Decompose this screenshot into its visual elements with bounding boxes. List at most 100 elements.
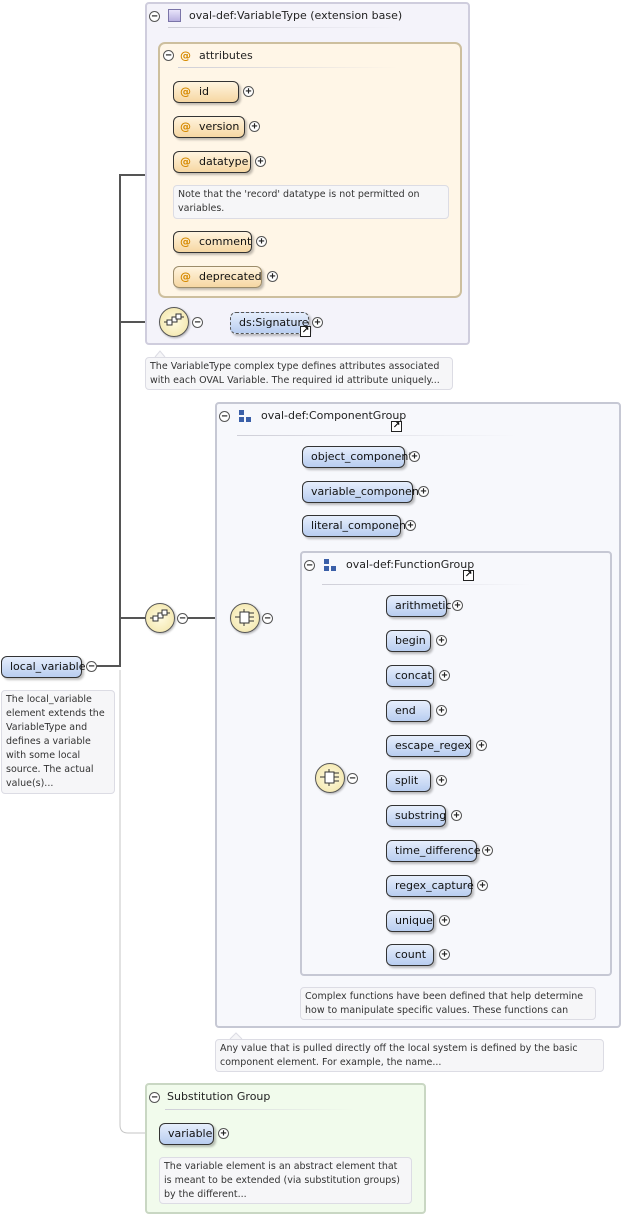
function-item-label: count: [395, 948, 427, 961]
signature-label: ds:Signature: [239, 316, 309, 329]
function-item-label: split: [395, 774, 419, 787]
attribute-id[interactable]: @ id: [173, 81, 239, 103]
local-variable-label: local_variable: [10, 660, 86, 673]
variable-type-separator: [168, 27, 398, 28]
substitution-group-separator: [165, 1109, 355, 1110]
function-item-regex-capture[interactable]: regex_capture: [386, 875, 474, 897]
variable-component-expand[interactable]: +: [418, 486, 429, 497]
component-group-collapse-toggle[interactable]: −: [219, 411, 230, 422]
attribute-label: datatype: [199, 155, 249, 168]
function-group-panel: [300, 551, 612, 976]
attribute-label: version: [199, 120, 240, 133]
substitution-group-collapse-toggle[interactable]: −: [149, 1092, 160, 1103]
function-group-separator: [322, 584, 532, 585]
choice-collapse-toggle[interactable]: −: [262, 613, 273, 624]
begin-expand[interactable]: +: [436, 635, 447, 646]
choice-compositor-icon[interactable]: [230, 603, 260, 633]
attribute-id-expand[interactable]: +: [243, 86, 254, 97]
literal-component-expand[interactable]: +: [405, 520, 416, 531]
signature-expand[interactable]: +: [312, 317, 323, 328]
signature-element[interactable]: ds:Signature: [230, 312, 309, 334]
function-item-substring[interactable]: substring: [386, 805, 446, 827]
attribute-at-icon: @: [180, 235, 191, 248]
choice-compositor-icon-2[interactable]: [315, 763, 345, 793]
complex-type-icon: [168, 9, 181, 22]
count-expand[interactable]: +: [439, 949, 450, 960]
function-item-arithmetic[interactable]: arithmetic: [386, 595, 452, 617]
object-component-element[interactable]: object_component: [302, 446, 413, 468]
object-component-expand[interactable]: +: [409, 451, 420, 462]
sequence-collapse-toggle[interactable]: −: [192, 317, 203, 328]
unique-expand[interactable]: +: [439, 915, 450, 926]
function-item-split[interactable]: split: [386, 770, 431, 792]
attribute-comment[interactable]: @comment: [173, 231, 252, 253]
function-item-begin[interactable]: begin: [386, 630, 431, 652]
attribute-at-icon: @: [180, 155, 191, 168]
attribute-deprecated-expand[interactable]: +: [267, 271, 278, 282]
attribute-at-icon: @: [180, 85, 191, 98]
literal-component-element[interactable]: literal_component: [302, 515, 410, 537]
concat-expand[interactable]: +: [439, 670, 450, 681]
split-expand[interactable]: +: [436, 775, 447, 786]
signature-ref-arrow-icon[interactable]: ↗: [300, 326, 311, 337]
sequence-compositor-icon-2[interactable]: [145, 603, 175, 633]
attributes-collapse-toggle[interactable]: −: [163, 50, 174, 61]
local-variable-doc: The local_variable element extends the V…: [1, 690, 115, 794]
attribute-datatype-expand[interactable]: +: [255, 156, 266, 167]
substitution-group-doc: The variable element is an abstract elem…: [159, 1157, 412, 1204]
regex-capture-expand[interactable]: +: [477, 880, 488, 891]
attributes-title: attributes: [199, 49, 253, 62]
substring-expand[interactable]: +: [451, 810, 462, 821]
time-difference-expand[interactable]: +: [482, 845, 493, 856]
function-item-label: end: [395, 704, 416, 717]
function-group-collapse-toggle[interactable]: −: [304, 560, 315, 571]
function-item-end[interactable]: end: [386, 700, 431, 722]
component-group-ref-arrow-icon[interactable]: ↗: [391, 421, 402, 432]
function-item-count[interactable]: count: [386, 944, 434, 966]
attribute-version-expand[interactable]: +: [249, 121, 260, 132]
function-item-concat[interactable]: concat: [386, 665, 434, 687]
attribute-deprecated[interactable]: @deprecated: [173, 266, 262, 288]
sequence-compositor-icon[interactable]: [159, 307, 189, 337]
variable-type-title: oval-def:VariableType (extension base): [189, 9, 403, 22]
sequence-glyph-icon: [164, 313, 184, 326]
attribute-label: id: [199, 85, 210, 98]
function-item-label: concat: [395, 669, 432, 682]
function-item-label: substring: [395, 809, 447, 822]
function-item-time-difference[interactable]: time_difference: [386, 840, 481, 862]
escape-regex-expand[interactable]: +: [476, 740, 487, 751]
object-component-label: object_component: [311, 450, 413, 463]
function-item-label: begin: [395, 634, 426, 647]
component-group-doc: Any value that is pulled directly off th…: [215, 1039, 604, 1072]
attribute-version[interactable]: @ version: [173, 116, 245, 138]
component-group-title: oval-def:ComponentGroup: [261, 409, 407, 422]
choice-2-collapse-toggle[interactable]: −: [347, 773, 358, 784]
variable-type-doc: The VariableType complex type defines at…: [145, 357, 453, 390]
function-item-label: regex_capture: [395, 879, 474, 892]
variable-component-label: variable_component: [311, 485, 424, 498]
attribute-comment-expand[interactable]: +: [256, 236, 267, 247]
attribute-at-icon: @: [180, 120, 191, 133]
end-expand[interactable]: +: [436, 705, 447, 716]
function-item-label: escape_regex: [395, 739, 471, 752]
function-group-title: oval-def:FunctionGroup: [346, 558, 475, 571]
attribute-at-icon: @: [180, 270, 191, 283]
local-variable-collapse-toggle[interactable]: −: [86, 661, 97, 672]
variable-expand[interactable]: +: [218, 1128, 229, 1139]
attribute-icon: @: [180, 49, 191, 62]
function-group-ref-arrow-icon[interactable]: ↗: [463, 570, 474, 581]
arithmetic-expand[interactable]: +: [452, 600, 463, 611]
function-item-label: unique: [395, 914, 433, 927]
datatype-note: Note that the 'record' datatype is not p…: [173, 185, 449, 219]
variable-element[interactable]: variable: [159, 1123, 214, 1145]
sequence-2-collapse-toggle[interactable]: −: [177, 613, 188, 624]
attribute-datatype[interactable]: @ datatype: [173, 151, 251, 173]
function-item-unique[interactable]: unique: [386, 910, 434, 932]
variable-component-element[interactable]: variable_component: [302, 481, 423, 503]
function-item-escape-regex[interactable]: escape_regex: [386, 735, 471, 757]
variable-type-collapse-toggle[interactable]: −: [149, 11, 160, 22]
substitution-group-title: Substitution Group: [167, 1090, 271, 1103]
group-icon: [324, 559, 338, 573]
choice-glyph-icon: [320, 769, 339, 786]
local-variable-element[interactable]: local_variable: [1, 656, 86, 678]
